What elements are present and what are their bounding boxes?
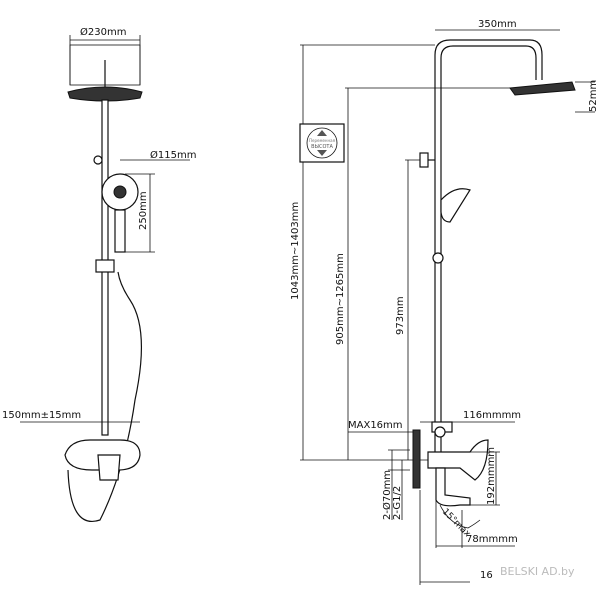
bar-height-label: 973mm xyxy=(395,296,406,335)
spout xyxy=(435,467,471,507)
side-mixer xyxy=(427,439,489,481)
hose xyxy=(67,271,143,522)
watermark: BELSKI AD.by xyxy=(500,565,575,578)
badge-large-text: ВЫСОТА xyxy=(311,144,333,150)
spout-reach-label: 16 xyxy=(480,570,493,581)
mixer-depth-label: 116mmmm xyxy=(463,410,521,421)
shower-arm xyxy=(434,39,543,455)
head-height-label: 905mm~1265mm xyxy=(335,253,346,345)
mixer-height-label: 192mmmm xyxy=(486,447,497,505)
head-diameter-label: Ø230mm xyxy=(80,26,126,38)
inlet-spacing-label: 150mm±15mm xyxy=(2,410,81,421)
side-hand-shower xyxy=(440,188,471,223)
wall xyxy=(412,429,421,489)
hand-shower-length-label: 250mm xyxy=(138,191,149,230)
total-height-label: 1043mm~1403mm xyxy=(290,202,301,300)
hand-shower-diameter-label: Ø115mm xyxy=(150,149,196,161)
wall-max-label: MAX16mm xyxy=(348,420,403,431)
side-view: 350mm 52mm 1043mm~1403mm Переменная ВЫСО… xyxy=(290,19,599,585)
rain-head xyxy=(67,86,143,102)
head-thickness-label: 52mm xyxy=(588,80,599,112)
badge-small-text: Переменная xyxy=(309,138,336,143)
spout-offset-label: 78mmmm xyxy=(466,534,518,545)
arm-reach-label: 350mm xyxy=(478,19,517,30)
flange-label: 2-Ø70mm xyxy=(381,470,393,520)
front-view: Ø230mm Ø115mm 250mm 150mm±15mm xyxy=(2,26,196,522)
side-rain-head xyxy=(509,81,576,96)
thread-label: 2-G1/2 xyxy=(392,486,403,520)
